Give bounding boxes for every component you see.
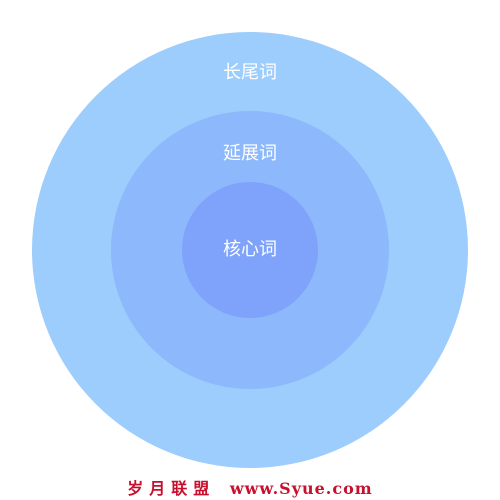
long-tail-keyword-label: 长尾词 <box>223 62 277 83</box>
watermark: 岁月联盟 www.Syue.com <box>0 478 500 500</box>
watermark-brand: 岁月联盟 <box>127 479 216 498</box>
core-keyword-label: 核心词 <box>223 239 277 260</box>
extended-keyword-label: 延展词 <box>223 143 277 164</box>
watermark-site: www.Syue.com <box>229 479 373 498</box>
core-keyword-circle <box>182 182 318 318</box>
